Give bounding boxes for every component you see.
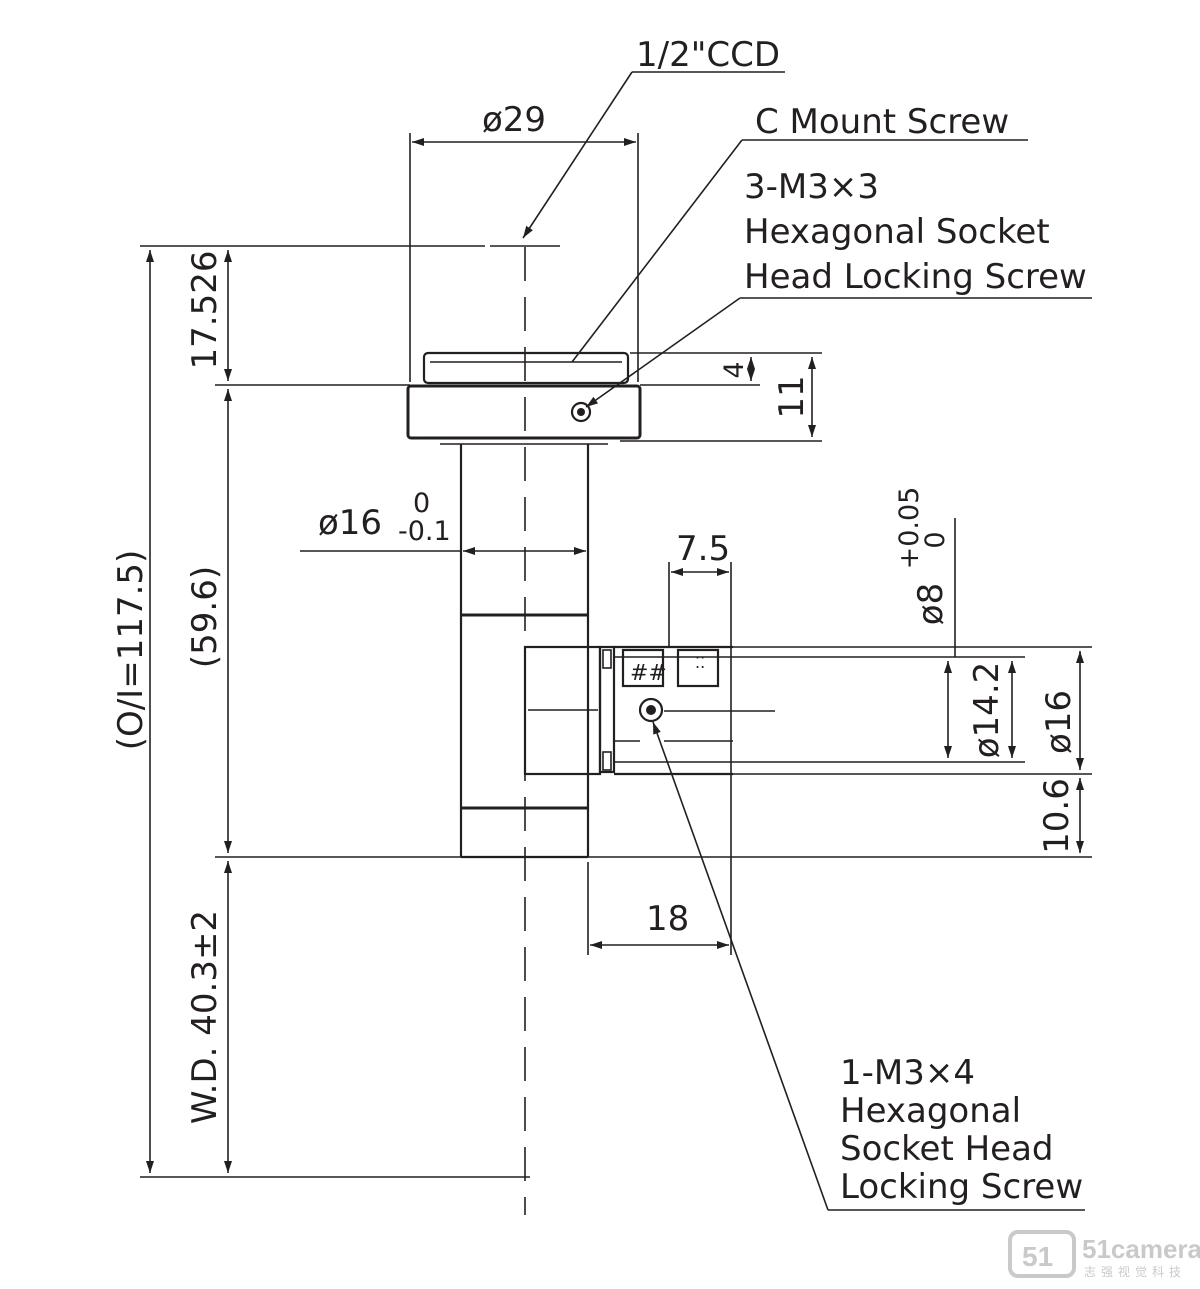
coaxial-port-housing: ## ⁚⁚	[523, 645, 775, 776]
dim-mount-4: 4	[719, 361, 750, 378]
dim-port-16: ø16	[1039, 690, 1079, 754]
dim-barrel-diameter: ø16	[318, 503, 382, 543]
locking-screw-top-icon	[570, 401, 592, 423]
dim-port-8-tol-lower: 0	[920, 531, 951, 548]
ccd-label: 1/2"CCD	[636, 35, 780, 75]
camera-logo-icon: 51	[1008, 1230, 1076, 1278]
dim-working-distance: W.D. 40.3±2	[185, 910, 225, 1124]
locking-screw-bottom-line-3: Socket Head	[840, 1129, 1054, 1169]
locking-screw-top-line-1: 3-M3×3	[744, 167, 879, 207]
svg-text:⁚⁚: ⁚⁚	[695, 653, 705, 672]
extension-lines	[140, 133, 1092, 1178]
dim-port-8: ø8	[911, 583, 951, 625]
dim-port-8-tol-upper: +0.05	[894, 487, 925, 570]
locking-screw-top-label: 3-M3×3 Hexagonal Socket Head Locking Scr…	[744, 167, 1087, 297]
dim-mount-11: 11	[772, 375, 812, 418]
callout-leaders	[522, 71, 1092, 1211]
watermark-brand: 51camera	[1082, 1234, 1200, 1264]
dim-port-14-2: ø14.2	[967, 662, 1007, 759]
dim-flange-offset: 17.526	[185, 251, 225, 370]
logo-mark: 51	[1022, 1241, 1053, 1272]
locking-screw-bottom-label: 1-M3×4 Hexagonal Socket Head Locking Scr…	[840, 1053, 1083, 1207]
locking-screw-top-line-3: Head Locking Screw	[744, 257, 1087, 297]
dim-port-10-6: 10.6	[1037, 778, 1077, 854]
watermark-subtitle: 志强视觉科技	[1084, 1264, 1186, 1279]
dim-oi: (O/I=117.5)	[111, 550, 151, 751]
locking-screw-bottom-line-2: Hexagonal	[840, 1091, 1021, 1131]
watermark: 51 51camera 志强视觉科技	[1008, 1230, 1200, 1279]
locking-screw-bottom-line-1: 1-M3×4	[840, 1053, 975, 1093]
dim-port-18: 18	[646, 899, 689, 939]
dim-body-length: (59.6)	[185, 566, 225, 668]
c-mount-label: C Mount Screw	[755, 102, 1009, 142]
dim-barrel-tol-upper: 0	[413, 488, 430, 519]
locking-screw-bottom-line-4: Locking Screw	[840, 1167, 1083, 1207]
c-mount-thread	[422, 351, 630, 385]
dim-top-diameter: ø29	[482, 100, 546, 140]
svg-text:##: ##	[630, 661, 667, 686]
dim-barrel-tol-lower: -0.1	[398, 516, 451, 547]
dimension-arrows	[146, 138, 1084, 1173]
locking-screw-bottom-icon	[638, 697, 664, 723]
dim-port-7-5: 7.5	[676, 529, 730, 569]
locking-screw-top-line-2: Hexagonal Socket	[744, 212, 1050, 252]
mount-ring	[406, 384, 642, 445]
